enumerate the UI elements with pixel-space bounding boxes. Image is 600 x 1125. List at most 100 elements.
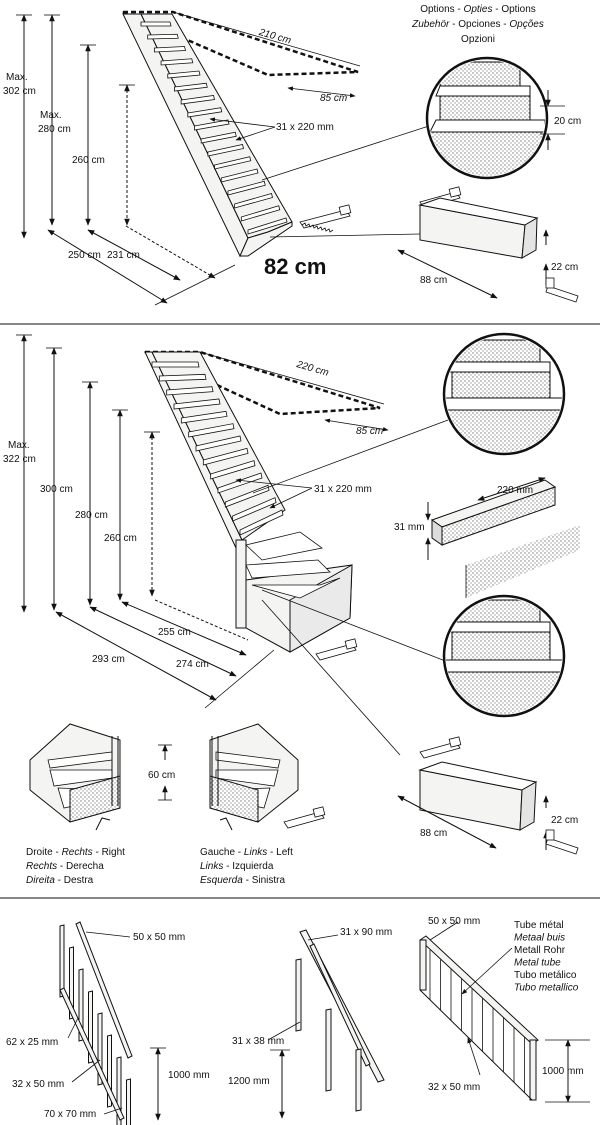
railing-a-height-label: 1000 mm bbox=[168, 1070, 210, 1081]
plan-depth-label: 85 cm bbox=[320, 93, 347, 104]
stair-tread bbox=[167, 70, 201, 79]
magnified-tread-detail bbox=[442, 594, 566, 718]
stair-tread bbox=[202, 447, 249, 466]
section-straight-stair: Max. 302 cm Max. 280 cm 260 cm 210 cm 85… bbox=[3, 10, 581, 306]
height-260-value-b: 260 cm bbox=[104, 533, 137, 544]
stair-tread bbox=[188, 423, 235, 438]
stair-tread bbox=[180, 95, 215, 105]
left-turn-arrow bbox=[219, 817, 233, 831]
tread-block-b bbox=[418, 761, 538, 831]
right-turn-caption: Droite - Rechts - Right Rechts - Derecha… bbox=[26, 847, 125, 886]
tread-size-label-b: 31 x 220 mm bbox=[314, 484, 372, 495]
stair-tread bbox=[153, 46, 187, 53]
railing-c-post-label: 32 x 50 mm bbox=[428, 1082, 480, 1093]
stair-tread bbox=[232, 497, 277, 522]
plan-depth-label-b: 85 cm bbox=[356, 426, 383, 437]
saw-icon bbox=[545, 277, 579, 303]
stair-tread bbox=[214, 156, 252, 170]
handrail-railing bbox=[295, 929, 385, 1112]
saw-icon bbox=[419, 736, 462, 759]
tube-caption-line: Metall Rohr bbox=[514, 945, 566, 956]
stair-tread bbox=[247, 217, 288, 235]
stair-tread bbox=[151, 361, 200, 368]
section-railings: 50 x 50 mm 62 x 25 mm 32 x 50 mm 70 x 70… bbox=[6, 916, 590, 1125]
tread-plank bbox=[430, 479, 580, 598]
height-280-value-b: 280 cm bbox=[75, 510, 108, 521]
railing-a-base-label: 70 x 70 mm bbox=[44, 1109, 96, 1120]
height-302-value: 302 cm bbox=[3, 86, 36, 97]
height-322-value: 322 cm bbox=[3, 454, 36, 465]
railing-c-top-label: 50 x 50 mm bbox=[428, 916, 480, 927]
baluster bbox=[126, 1078, 131, 1125]
saw-icon bbox=[299, 204, 352, 233]
post bbox=[325, 1008, 332, 1092]
stair-tread bbox=[207, 144, 244, 157]
stair-tread bbox=[166, 386, 214, 396]
stair-tread bbox=[239, 509, 284, 536]
tread-width-label: 220 mm bbox=[497, 485, 533, 496]
options-header: Options - Opties - Options Zubehör - Opc… bbox=[411, 4, 544, 45]
post bbox=[295, 958, 302, 1032]
options-line-2: Zubehör - Opciones - Opções bbox=[411, 19, 544, 30]
length-255-label: 255 cm bbox=[158, 627, 191, 638]
wood-baluster-railing bbox=[59, 921, 133, 1125]
block-88-label-b: 88 cm bbox=[420, 828, 447, 839]
stair-tread bbox=[158, 373, 207, 382]
railing-c-height-label: 1000 mm bbox=[542, 1066, 584, 1077]
stair-tread bbox=[194, 119, 230, 131]
section-quarter-turn-stair: Max. 322 cm 300 cm 280 cm 260 cm 220 cm … bbox=[3, 332, 580, 886]
railing-b-top-label: 31 x 90 mm bbox=[340, 927, 392, 938]
tube-caption-line: Tubo metálico bbox=[514, 970, 577, 981]
riser-20-label: 20 cm bbox=[554, 116, 581, 127]
tread-block bbox=[418, 197, 539, 259]
saw-icon bbox=[283, 806, 326, 829]
length-274-label: 274 cm bbox=[176, 659, 209, 670]
riser-60-label: 60 cm bbox=[148, 770, 175, 781]
magnified-nosing-detail bbox=[442, 332, 566, 456]
stair-width-82: 82 cm bbox=[264, 254, 326, 279]
length-293-label: 293 cm bbox=[92, 654, 125, 665]
railing-a-rail-label: 62 x 25 mm bbox=[6, 1037, 58, 1048]
tube-caption-line: Metal tube bbox=[514, 958, 561, 969]
stair-tread bbox=[173, 398, 221, 410]
left-turn-line-3: Esquerda - Sinistra bbox=[200, 875, 285, 886]
height-322-max-label: Max. bbox=[8, 440, 30, 451]
quarter-turn-stair-drawing bbox=[144, 351, 353, 653]
left-turn-caption: Gauche - Links - Left Links - Izquierda … bbox=[200, 847, 293, 886]
tread-thickness-label: 31 mm bbox=[394, 522, 425, 533]
stair-tread bbox=[240, 205, 281, 222]
plan-width-label-b: 220 cm bbox=[294, 359, 330, 379]
railing-a-top-label: 50 x 50 mm bbox=[133, 932, 185, 943]
block-88-label: 88 cm bbox=[420, 275, 447, 286]
stair-tread bbox=[234, 193, 273, 209]
right-turn-stair-drawing bbox=[29, 723, 121, 823]
stair-tread bbox=[195, 435, 242, 452]
post bbox=[355, 1048, 362, 1112]
stair-tread bbox=[210, 460, 256, 480]
left-turn-line-1: Gauche - Links - Left bbox=[200, 847, 293, 858]
right-turn-line-2: Rechts - Derecha bbox=[26, 861, 104, 872]
options-line-1: Options - Opties - Options bbox=[420, 4, 536, 15]
saw-icon bbox=[545, 829, 579, 855]
length-231-dim-line bbox=[87, 229, 181, 281]
baluster bbox=[59, 924, 65, 998]
height-260-value: 260 cm bbox=[72, 155, 105, 166]
stair-tread bbox=[227, 180, 266, 196]
stair-tread bbox=[220, 168, 259, 183]
railing-b-rail-label: 31 x 38 mm bbox=[232, 1036, 284, 1047]
stair-tread bbox=[217, 472, 263, 494]
height-280-value: 280 cm bbox=[38, 124, 71, 135]
tube-caption-line: Metaal buis bbox=[514, 933, 565, 944]
left-turn-line-2: Links - Izquierda bbox=[200, 861, 274, 872]
magnified-riser-detail bbox=[425, 56, 549, 180]
block-22-label: 22 cm bbox=[551, 262, 578, 273]
stair-tread bbox=[160, 58, 194, 66]
straight-stair-drawing bbox=[122, 13, 293, 258]
stair-tread bbox=[200, 131, 237, 144]
tube-caption-line: Tubo metallico bbox=[514, 983, 579, 994]
railing-b-height-label: 1200 mm bbox=[228, 1076, 270, 1087]
right-turn-line-3: Direita - Destra bbox=[26, 875, 94, 886]
block-22-label-b: 22 cm bbox=[551, 815, 578, 826]
